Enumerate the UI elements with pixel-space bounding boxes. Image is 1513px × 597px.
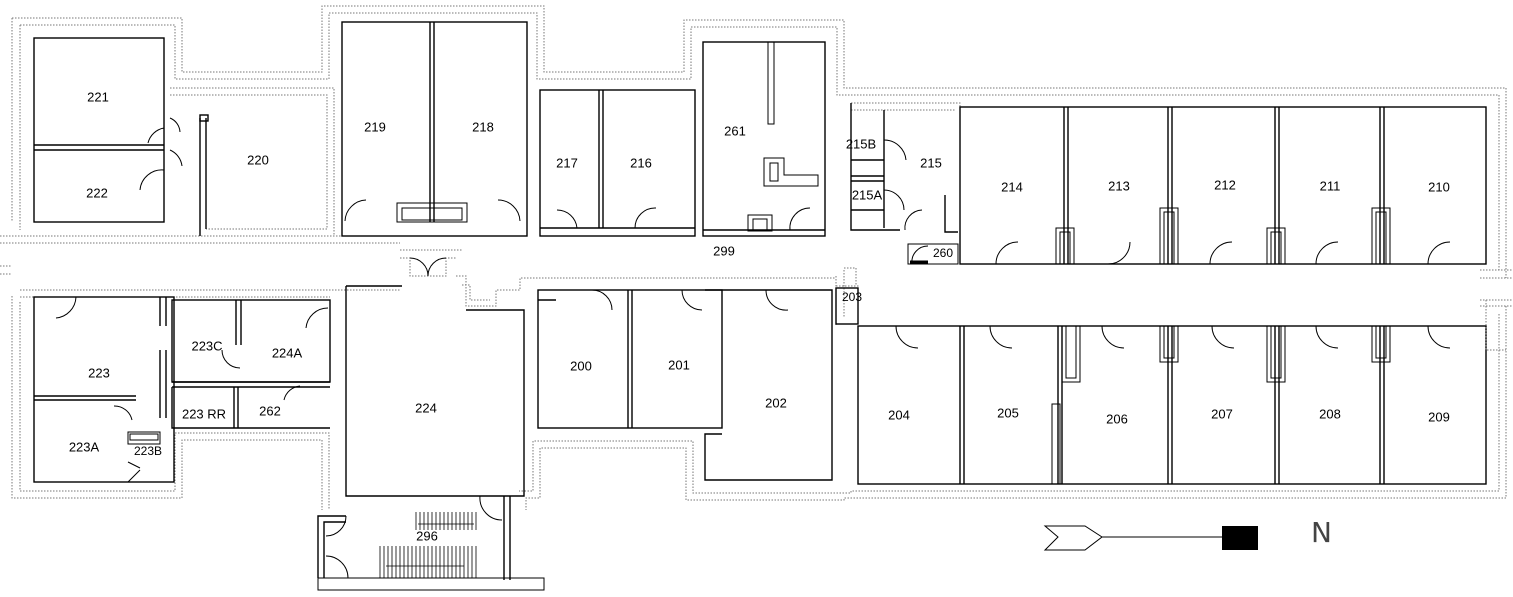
room-label-217: 217 (556, 155, 578, 171)
room-261-walls (702, 41, 826, 237)
north-arrow (1043, 525, 1258, 551)
room-label-224: 224 (415, 400, 437, 416)
room-label-208: 208 (1319, 406, 1341, 422)
room-label-261: 261 (724, 123, 746, 139)
room-label-262: 262 (259, 403, 281, 419)
rooms-219-218-walls (341, 21, 528, 237)
room-label-224A: 224A (271, 345, 303, 361)
outer-walls (0, 5, 1513, 510)
rooms-217-216-walls (539, 89, 696, 237)
rooms-223c-224a-262-walls (171, 299, 331, 429)
room-label-207: 207 (1211, 406, 1233, 422)
room-label-204: 204 (888, 407, 910, 423)
room-label-200: 200 (570, 358, 592, 374)
room-label-299: 299 (713, 243, 735, 259)
room-label-220: 220 (247, 152, 269, 168)
room-label-215B: 215B (845, 136, 877, 152)
room-label-211: 211 (1319, 178, 1341, 194)
room-203-walls (835, 287, 859, 325)
room-label-223C: 223C (191, 338, 223, 354)
room-label-212: 212 (1214, 177, 1236, 193)
room-label-202: 202 (765, 395, 787, 411)
stair-296-drawing (317, 512, 545, 591)
room-220-walls (170, 87, 335, 236)
room-215-walls (850, 102, 961, 265)
room-label-296: 296 (416, 528, 438, 544)
room-label-201: 201 (668, 357, 690, 373)
room-label-213: 213 (1108, 178, 1130, 194)
room-label-218: 218 (472, 119, 494, 135)
room-label-219: 219 (364, 119, 386, 135)
room-label-203: 203 (841, 290, 863, 304)
room-label-223B: 223B (133, 444, 163, 458)
room-label-205: 205 (997, 405, 1019, 421)
rooms-204-209-walls (857, 300, 1506, 485)
rooms-221-222-walls (33, 37, 183, 223)
room-202-walls (704, 289, 833, 481)
room-label-223RR: 223 RR (181, 406, 227, 422)
room-label-222: 222 (86, 185, 108, 201)
room-223-walls (33, 296, 175, 483)
rooms-200-201-walls (537, 289, 723, 429)
room-224-walls (345, 285, 525, 580)
room-label-223: 223 (88, 365, 110, 381)
room-label-223A: 223A (68, 439, 100, 455)
corridor-299-walls (400, 249, 860, 325)
room-label-260: 260 (932, 246, 954, 260)
room-label-209: 209 (1428, 409, 1450, 425)
room-label-215A: 215A (851, 187, 883, 203)
north-label: N (1311, 516, 1332, 549)
room-label-216: 216 (630, 155, 652, 171)
room-label-210: 210 (1428, 179, 1450, 195)
rooms-214-210-walls (959, 106, 1487, 265)
room-label-206: 206 (1106, 411, 1128, 427)
room-label-221: 221 (87, 89, 109, 105)
room-label-215: 215 (920, 155, 942, 171)
room-label-214: 214 (1001, 179, 1023, 195)
